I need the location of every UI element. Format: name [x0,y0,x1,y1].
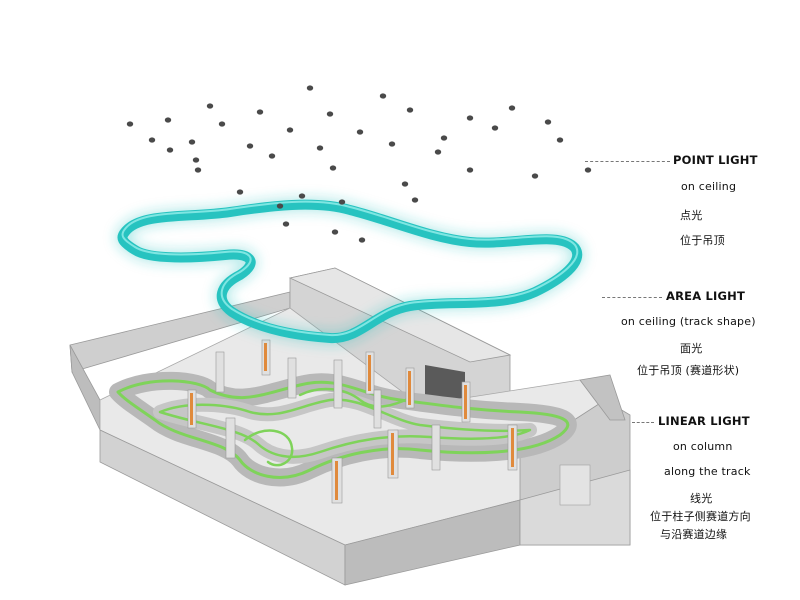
column [215,351,225,393]
column [225,417,236,459]
column [331,457,343,504]
track-edge-light-mid [298,387,412,408]
ceiling-point-light [508,105,516,111]
ceiling-point-light [401,181,409,187]
ceiling-point-light [194,167,202,173]
track-edge-light-inner [158,398,532,459]
point-light-leader [585,161,670,162]
ceiling-point-light [192,157,200,163]
area-light [115,197,585,346]
column [461,381,471,423]
ceiling-point-light [358,237,366,243]
column [333,359,343,409]
ceiling-point-light [338,199,346,205]
ceiling-point-light [556,137,564,143]
ceiling-point-light [286,127,294,133]
ceiling-point-light [544,119,552,125]
building-right-block [559,464,591,506]
area-light-cn: 面光 [680,342,703,355]
column [405,367,415,409]
linear-light-cn-edge: 与沿赛道边缘 [660,528,728,541]
ceiling-point-light [584,167,592,173]
linear-light-cn-location: 位于柱子侧赛道方向 [650,510,751,523]
column [261,339,271,376]
track-edge-light-curl [243,429,294,467]
column [187,389,197,429]
column [365,351,375,395]
ceiling-point-light [388,141,396,147]
area-light-ring [117,199,583,344]
linear-light-desc-2: along the track [664,465,751,478]
column [373,389,382,429]
column [431,424,441,471]
point-light-cn: 点光 [680,209,703,222]
ceiling-point-light [282,221,290,227]
ceiling-point-light [329,165,337,171]
column [507,424,518,471]
point-lights [126,85,592,243]
ceiling-point-light [316,145,324,151]
linear-light-title: LINEAR LIGHT [658,414,750,428]
point-light-title: POINT LIGHT [673,153,758,167]
ceiling-point-light [256,109,264,115]
ceiling-point-light [298,193,306,199]
ceiling-point-light [126,121,134,127]
ceiling-point-light [148,137,156,143]
ceiling-point-light [411,197,419,203]
ceiling-point-light [166,147,174,153]
area-light-cn-location: 位于吊顶 (赛道形状) [637,364,740,377]
area-light-title: AREA LIGHT [666,289,746,303]
area-light-highlight [121,200,579,337]
ceiling-point-light [379,93,387,99]
ceiling-point-light [466,167,474,173]
building-right-wing-face [519,469,631,546]
linear-light-desc: on column [673,440,733,453]
ceiling-point-light [531,173,539,179]
ceiling-point-light [406,107,414,113]
building-window [425,365,465,405]
ceiling-point-light [218,121,226,127]
ceiling-point-light [268,153,276,159]
ceiling-point-light [331,229,339,235]
ceiling-point-light [466,115,474,121]
linear-light-leader [632,422,654,423]
ceiling-point-light [326,111,334,117]
ceiling-point-light [188,139,196,145]
point-light-desc: on ceiling [681,180,737,193]
ceiling-point-light [206,103,214,109]
building-right-wall [579,374,626,421]
ceiling-point-light [491,125,499,131]
linear-light-cn: 线光 [690,492,713,505]
ceiling-point-light [236,189,244,195]
column [387,429,399,479]
ceiling-point-light [246,143,254,149]
ceiling-point-light [164,117,172,123]
ceiling-point-light [306,85,314,91]
columns [187,339,518,504]
ceiling-point-light [434,149,442,155]
ceiling-point-light [356,129,364,135]
point-light-cn-location: 位于吊顶 [680,234,725,247]
ceiling-point-light [440,135,448,141]
area-light-desc: on ceiling (track shape) [621,315,756,328]
ceiling-point-light [276,203,284,209]
column [287,357,297,399]
area-light-leader [602,297,662,298]
